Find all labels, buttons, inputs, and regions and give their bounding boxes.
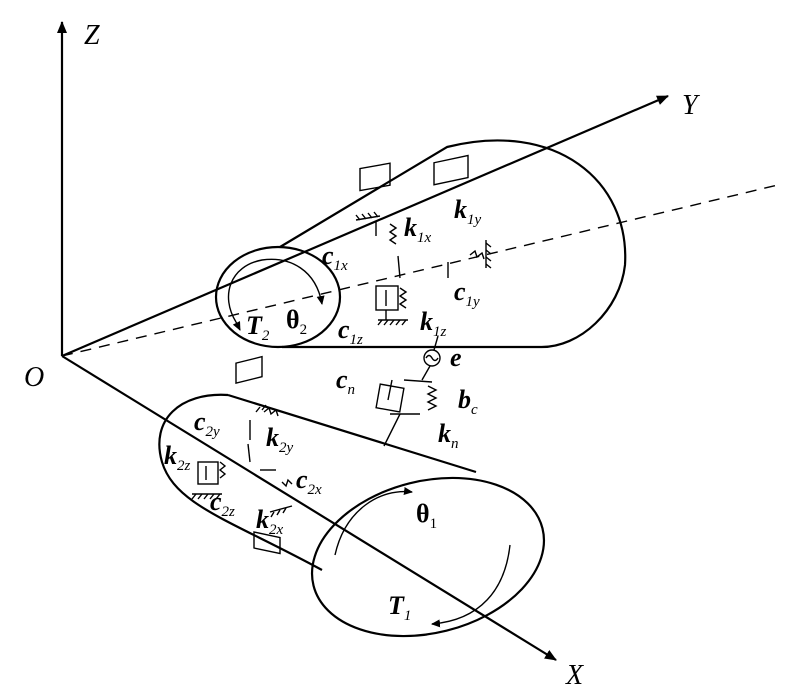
support-2z bbox=[191, 461, 227, 500]
y-axis bbox=[61, 94, 669, 358]
label-theta2: θ2 bbox=[286, 305, 307, 338]
label-c2y: c2y bbox=[194, 407, 220, 440]
coordinate-axes: Z Y X O bbox=[24, 20, 783, 691]
label-bc: bc bbox=[458, 385, 478, 418]
shaft-centerline-dashed bbox=[61, 183, 783, 357]
x-axis bbox=[61, 355, 557, 661]
mesh-damper-icon bbox=[375, 383, 405, 413]
gear-2-rotation-arc bbox=[227, 258, 325, 323]
gear-2-supports bbox=[355, 154, 492, 326]
mesh-element bbox=[375, 335, 441, 447]
support-1x bbox=[355, 162, 401, 279]
support-1y bbox=[433, 154, 492, 278]
label-k2y: k2y bbox=[266, 423, 294, 456]
label-k2x: k2x bbox=[256, 505, 284, 538]
gear-1-large-end bbox=[310, 476, 546, 638]
label-c1z: c1z bbox=[338, 315, 363, 348]
origin-label: O bbox=[24, 362, 44, 393]
gear-1-rotation-arc-bottom bbox=[431, 544, 511, 628]
gear-2-small-end bbox=[214, 245, 342, 349]
gear-1-rotation-arc-top bbox=[334, 487, 413, 556]
label-k1x: k1x bbox=[404, 213, 432, 246]
mesh-spring-icon bbox=[426, 385, 438, 411]
gear-2-body bbox=[214, 139, 627, 349]
gear-1-supports bbox=[191, 355, 293, 555]
y-axis-label: Y bbox=[682, 90, 701, 121]
support-1z bbox=[375, 285, 408, 326]
x-axis-label: X bbox=[565, 660, 584, 691]
label-T1: T1 bbox=[388, 591, 411, 624]
support-2y bbox=[235, 355, 279, 463]
label-T2: T2 bbox=[246, 311, 270, 344]
gear-2-outline bbox=[279, 139, 627, 349]
z-axis-label: Z bbox=[84, 20, 100, 51]
labels: k1x k1y k1z c1x c1y c1z T2 θ2 e cn bc kn… bbox=[164, 195, 482, 624]
support-2x bbox=[253, 469, 293, 555]
label-k2z: k2z bbox=[164, 441, 191, 474]
label-e: e bbox=[450, 343, 462, 372]
label-cn: cn bbox=[336, 365, 355, 398]
label-theta1: θ1 bbox=[416, 499, 437, 532]
label-c1y: c1y bbox=[454, 277, 480, 310]
label-k1z: k1z bbox=[420, 307, 447, 340]
label-c2z: c2z bbox=[210, 487, 235, 520]
transmission-error-source-icon bbox=[423, 349, 441, 367]
label-c2x: c2x bbox=[296, 465, 322, 498]
label-kn: kn bbox=[438, 419, 459, 452]
label-k1y: k1y bbox=[454, 195, 482, 228]
label-c1x: c1x bbox=[322, 241, 348, 274]
